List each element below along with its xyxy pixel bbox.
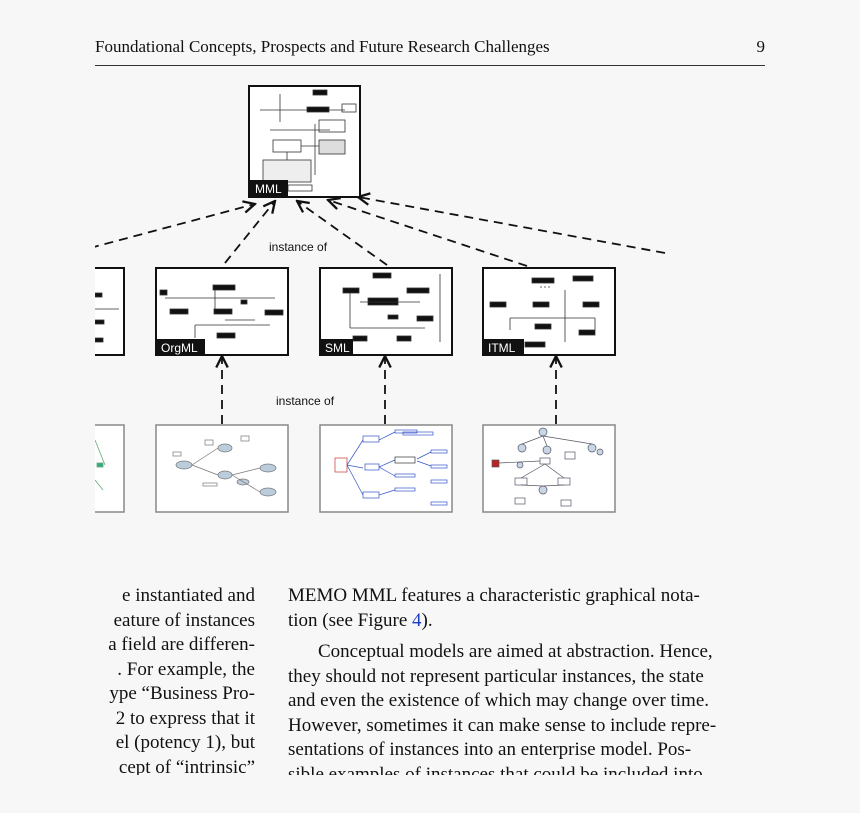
figure-ref-prefix: tion (see Figure [288, 609, 413, 631]
left-column-text: e instantiated and eature of instances a… [95, 584, 255, 775]
text-line: 2 to express that it [115, 707, 255, 729]
text-line: e instantiated and [122, 585, 255, 606]
orgml-box: OrgML [155, 267, 289, 356]
paragraph-2-line: and even the existence of which may chan… [288, 690, 709, 711]
figure-4-link[interactable]: 4 [412, 609, 422, 631]
orgml-model-thumbnail [155, 424, 289, 513]
header-rule [95, 65, 765, 66]
instance-of-annotation-bottom: instance of [276, 394, 335, 408]
instance-of-annotation-top: instance of [269, 240, 328, 254]
paragraph-2-line: they should not represent particular ins… [288, 665, 704, 687]
sml-box: SML [319, 267, 453, 356]
text-line: eature of instances [113, 609, 255, 631]
itml-label: ITML [488, 341, 516, 355]
sml-model-thumbnail [319, 424, 453, 513]
itml-model-thumbnail [482, 424, 616, 513]
paragraph-2-line: However, sometimes it can make sense to … [288, 714, 717, 736]
mml-label: MML [255, 182, 282, 196]
text-line: ype “Business Pro- [109, 683, 255, 704]
figure-language-hierarchy: MML instance of [95, 80, 765, 530]
orgml-label: OrgML [161, 341, 198, 355]
sml-label: SML [325, 341, 350, 355]
right-column-text: MEMO MML features a characteristic graph… [288, 584, 765, 775]
instance-of-arrows-bottom [222, 356, 556, 424]
model-thumbnail-clipped [95, 424, 125, 513]
page-number: 9 [756, 37, 766, 56]
figure-ref-suffix: ). [421, 609, 433, 631]
itml-box: ITML [482, 267, 616, 356]
text-line: el (potency 1), but [115, 732, 255, 753]
mml-box: MML [248, 85, 361, 198]
paragraph-2-line: sible examples of instances that could b… [288, 763, 703, 776]
instance-of-arrows-top [95, 197, 666, 267]
running-title: Foundational Concepts, Prospects and Fut… [95, 37, 550, 56]
paragraph-2-line: Conceptual models are aimed at abstracti… [318, 641, 713, 662]
text-line: cept of “intrinsic” [118, 756, 255, 776]
paragraph-1-line-2: tion (see Figure 4). [288, 609, 765, 634]
clipped-language-box [95, 267, 125, 356]
text-line: . For example, the [117, 658, 255, 680]
running-head: Foundational Concepts, Prospects and Fut… [95, 37, 765, 59]
text-line: a field are differen- [108, 634, 255, 655]
paragraph-1-line-1: MEMO MML features a characteristic graph… [288, 585, 700, 606]
paragraph-2-line: sentations of instances into an enterpri… [288, 739, 692, 760]
